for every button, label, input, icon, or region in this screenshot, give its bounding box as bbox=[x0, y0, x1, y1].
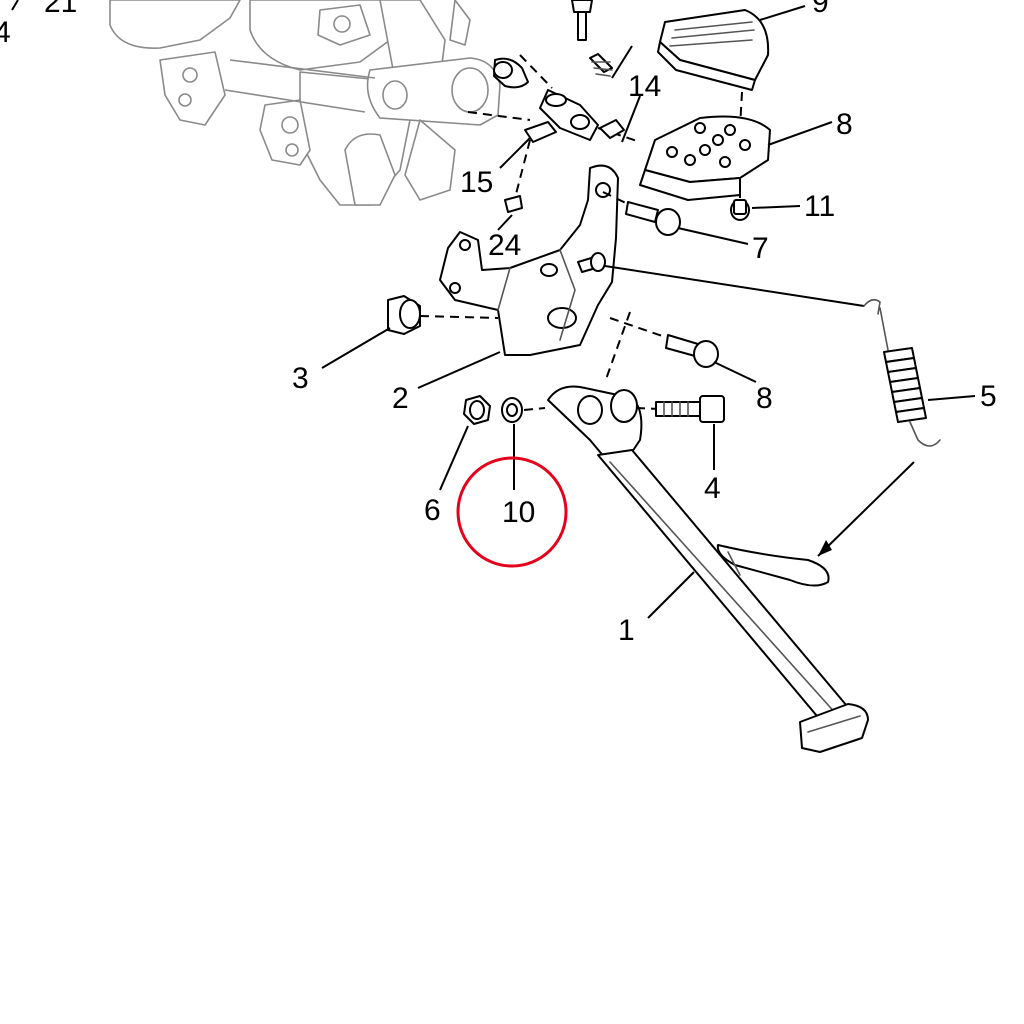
callout-8-upper: 7 bbox=[752, 232, 769, 265]
bolt-part-8-upper bbox=[602, 191, 681, 236]
highlight-circle-callout-6 bbox=[456, 456, 568, 568]
callout-10: 9 bbox=[812, 0, 829, 19]
callout-8-lower-leader bbox=[713, 361, 757, 383]
washer-part-6 bbox=[501, 397, 546, 423]
callout-24-leader bbox=[497, 214, 513, 231]
callout-1-leader bbox=[647, 571, 695, 619]
callout-11-leader bbox=[751, 205, 801, 209]
spring-part-14 bbox=[571, 0, 613, 77]
callout-2-leader bbox=[417, 351, 501, 389]
callout-9: 8 bbox=[836, 108, 853, 141]
callout-8-upper-leader bbox=[677, 227, 749, 245]
callout-12-leader bbox=[611, 45, 633, 79]
callout-10-leader bbox=[759, 5, 806, 21]
callout-2: 2 bbox=[392, 382, 409, 415]
callout-8-lower: 8 bbox=[756, 382, 773, 415]
dashed-line-15-24 bbox=[514, 139, 531, 199]
callout-4: 4 bbox=[704, 472, 721, 505]
callout-1: 1 bbox=[618, 614, 635, 647]
bolt-part-8-lower bbox=[609, 317, 719, 368]
callout-21: 21 bbox=[44, 0, 77, 19]
callout-4-top: 4 bbox=[0, 16, 11, 49]
callout-9-leader bbox=[767, 121, 833, 146]
screw-part-11 bbox=[730, 180, 750, 221]
callout-7: 6 bbox=[424, 494, 441, 527]
arrowhead bbox=[818, 540, 832, 556]
clevis-pin-assembly bbox=[467, 54, 641, 143]
spring-leader-line bbox=[604, 265, 865, 307]
callout-14: 14 bbox=[628, 70, 661, 103]
callout-5-leader bbox=[927, 395, 976, 401]
spring-hook-top bbox=[863, 298, 881, 315]
footpeg-rubber-part-10 bbox=[657, 9, 770, 91]
callout-14-leader bbox=[621, 95, 641, 143]
spring-part-5 bbox=[879, 307, 941, 447]
footpeg-part-9 bbox=[639, 115, 771, 201]
frame-assembly-background bbox=[109, 0, 501, 206]
dashed-line-bracket-stand bbox=[604, 311, 631, 383]
spring-to-stand-line bbox=[817, 461, 915, 557]
callout-7-leader bbox=[439, 425, 469, 491]
stand-bracket-part-2 bbox=[439, 164, 619, 356]
callout-15-leader bbox=[499, 137, 531, 169]
callout-11: 11 bbox=[804, 190, 835, 223]
callout-5: 5 bbox=[980, 380, 997, 413]
side-stand-part-1 bbox=[547, 385, 869, 753]
callout-6: 10 bbox=[502, 496, 535, 529]
bushing-part-3 bbox=[387, 295, 499, 335]
pivot-bolt-part-4 bbox=[635, 395, 725, 423]
callout-3: 3 bbox=[292, 362, 309, 395]
callout-15: 15 bbox=[460, 166, 493, 199]
callout-24: 24 bbox=[488, 229, 521, 262]
callout-21-leader bbox=[11, 0, 19, 11]
callout-3-leader bbox=[321, 327, 391, 369]
nut-part-7 bbox=[463, 395, 491, 425]
pin-part-24 bbox=[504, 195, 523, 213]
